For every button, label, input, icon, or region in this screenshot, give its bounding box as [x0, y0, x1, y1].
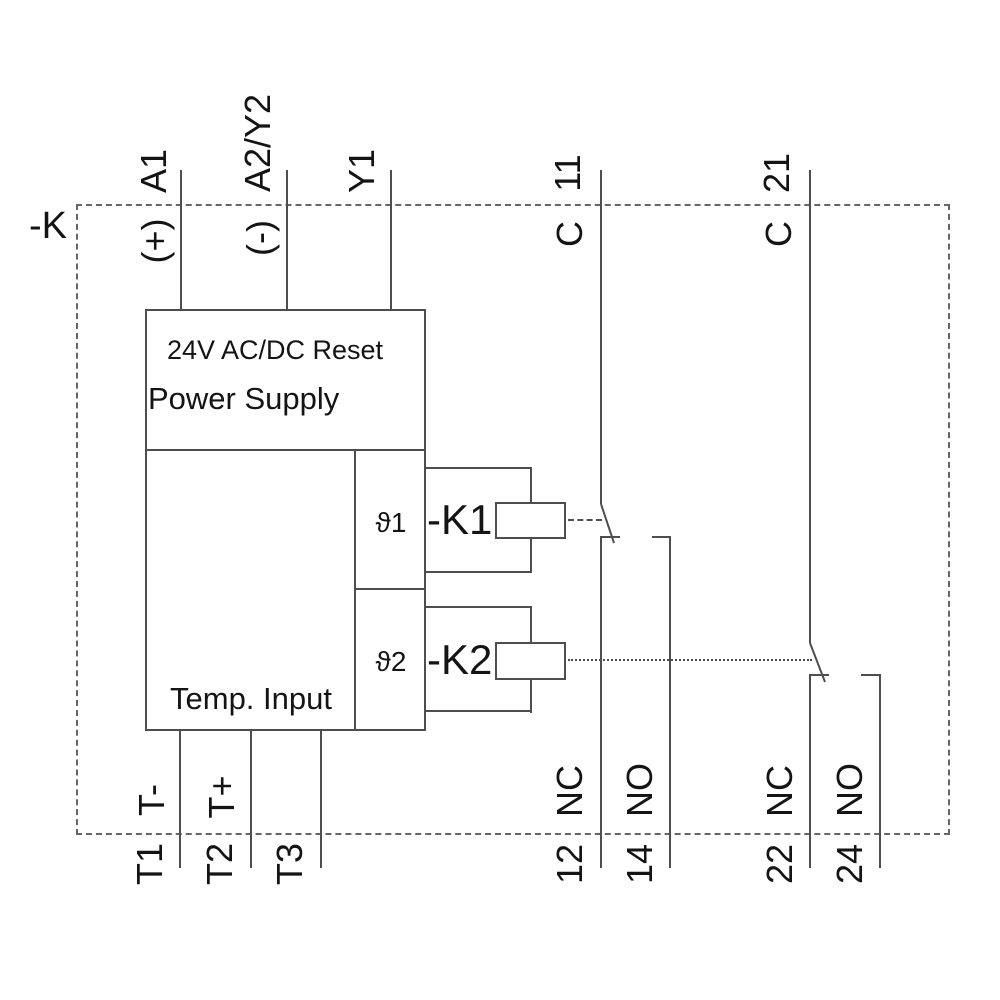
sensor1-label: ϑ1: [375, 507, 407, 538]
k1-loop-drop: [530, 467, 532, 504]
hook-no24: [861, 674, 881, 676]
terminal-label-t1: T1: [129, 842, 170, 886]
relay-coil-k2: [495, 642, 566, 680]
terminal-label-a2y2: A2/Y2: [237, 93, 278, 193]
terminal-label-14: 14: [619, 843, 660, 885]
k1-loop-top: [425, 467, 532, 469]
terminal-sub-24: NO: [829, 763, 870, 817]
wire-t3: [320, 730, 322, 868]
terminal-sub-a1: (+): [134, 218, 175, 264]
sensor2-label: ϑ2: [375, 646, 407, 677]
relay-k2-label: -K2: [427, 636, 493, 683]
terminal-label-24: 24: [829, 843, 870, 885]
terminal-label-11: 11: [547, 154, 588, 192]
terminal-sub-21: C: [758, 221, 799, 247]
terminal-label-t2: T2: [199, 842, 240, 886]
k1-loop-rise: [530, 537, 532, 573]
supply-rating-label: 24V AC/DC Reset: [166, 335, 384, 365]
wire-nc12: [600, 537, 602, 868]
terminal-label-t3: T3: [269, 842, 310, 886]
wire-y1: [390, 170, 392, 311]
k2-loop-rise: [530, 677, 532, 713]
terminal-sub-14: NO: [619, 763, 660, 817]
k2-actuation-link: [568, 659, 812, 661]
divider-sensor-split: [356, 588, 426, 590]
wire-no24: [879, 675, 881, 868]
wire-c21: [809, 170, 811, 643]
wire-no14: [669, 537, 671, 868]
hook-nc22: [809, 674, 829, 676]
terminal-sub-22: NC: [759, 765, 800, 817]
temp-input-label: Temp. Input: [170, 681, 332, 716]
terminal-sub-12: NC: [549, 765, 590, 817]
terminal-sub-11: C: [549, 221, 590, 247]
terminal-label-12: 12: [549, 843, 590, 885]
k1-actuation-link: [568, 519, 602, 521]
terminal-sub-t1: T-: [131, 784, 172, 816]
power-supply-label: Power Supply: [148, 381, 340, 416]
terminal-label-y1: Y1: [341, 148, 382, 194]
terminal-sub-a2y2: (-): [239, 220, 280, 256]
relay-coil-k1: [495, 502, 566, 539]
wire-a2y2: [286, 170, 288, 311]
terminal-label-22: 22: [759, 843, 800, 885]
relay-k1-label: -K1: [427, 496, 493, 543]
device-box: [145, 309, 426, 731]
k1-loop-bottom: [425, 571, 532, 573]
k2-loop-drop: [530, 606, 532, 644]
terminal-label-a1: A1: [133, 148, 174, 194]
module-frame-label: -K: [29, 205, 67, 247]
k2-loop-top: [425, 606, 532, 608]
hook-no14: [652, 536, 671, 538]
terminal-label-21: 21: [756, 152, 797, 194]
wire-c11: [600, 170, 602, 504]
wire-t2: [250, 730, 252, 868]
terminal-sub-t2: T+: [201, 775, 242, 819]
wire-t1: [179, 730, 181, 868]
k2-loop-bottom: [425, 710, 532, 712]
wire-a1: [180, 170, 182, 311]
divider-supply: [146, 449, 425, 451]
hook-nc12: [600, 536, 620, 538]
wire-nc22: [809, 675, 811, 868]
divider-sensor-column: [354, 450, 356, 730]
module-frame: [76, 204, 950, 835]
